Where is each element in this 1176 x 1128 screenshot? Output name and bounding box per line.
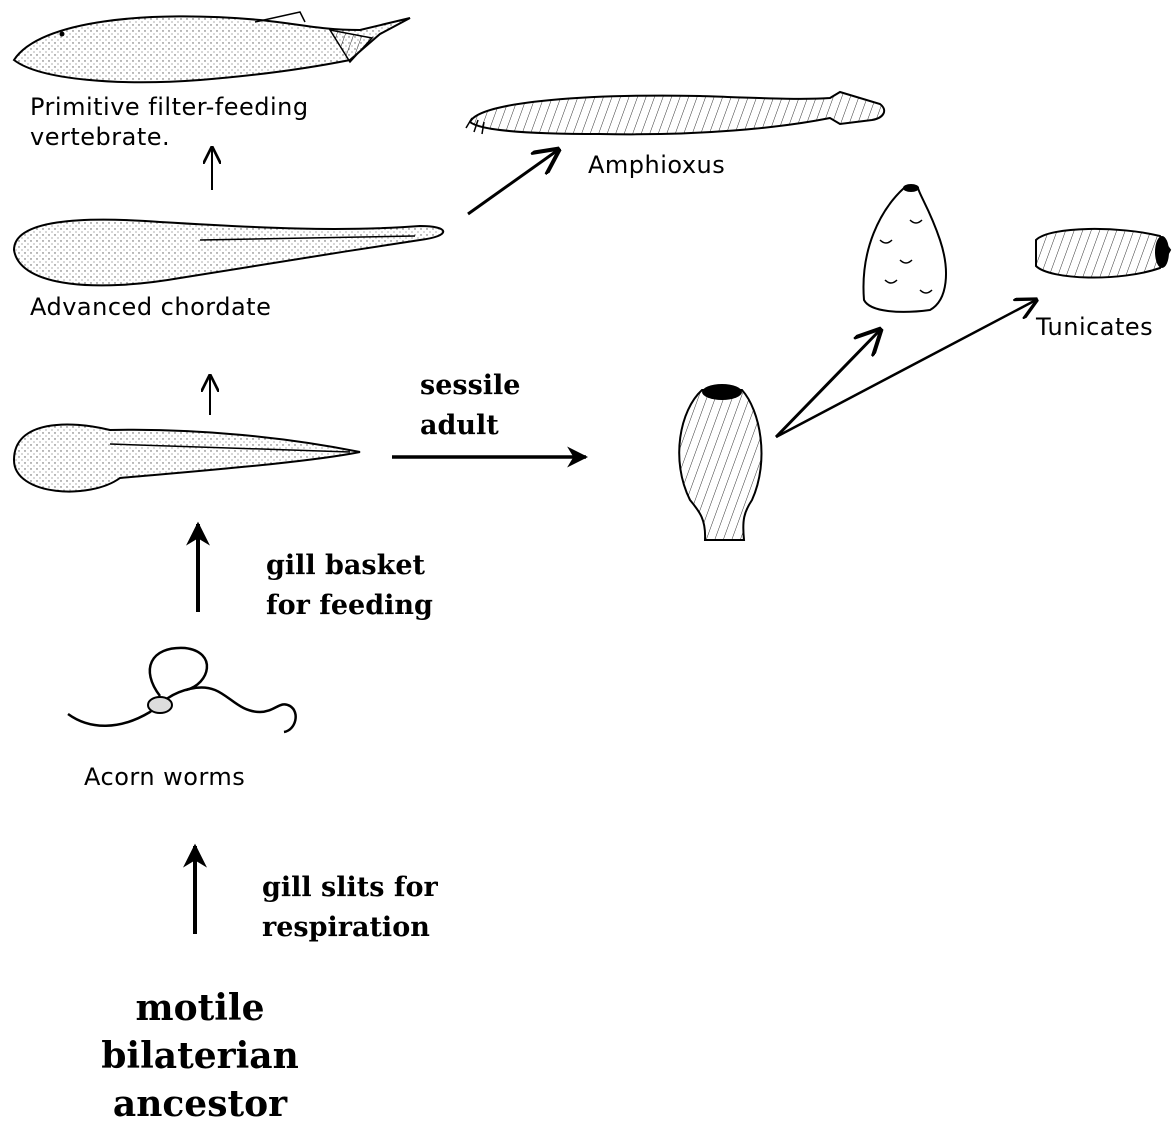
label-gill-slits: gill slits for respiration bbox=[262, 868, 438, 948]
arrow-sessile-to-barrel-tunicate bbox=[776, 300, 1036, 437]
label-ancestor: motile bilaterian ancestor bbox=[70, 984, 330, 1128]
label-amphioxus: Amphioxus bbox=[588, 150, 725, 180]
arrow-sessile-to-warty-tunicate bbox=[776, 330, 880, 437]
label-ancestor-line-2: bilaterian bbox=[70, 1032, 330, 1080]
label-primitive-vertebrate: Primitive filter-feeding vertebrate. bbox=[30, 92, 309, 152]
tunicate-barrel-illustration bbox=[1036, 229, 1170, 278]
label-sessile-adult-line-2: adult bbox=[420, 406, 520, 446]
label-gill-basket-line-2: for feeding bbox=[266, 586, 433, 626]
arrow-chordate-to-amphioxus bbox=[468, 150, 558, 214]
label-sessile-adult-line-1: sessile bbox=[420, 366, 520, 406]
label-ancestor-line-1: motile bbox=[70, 984, 330, 1032]
label-gill-basket: gill basket for feeding bbox=[266, 546, 433, 626]
acorn-worm-illustration bbox=[68, 648, 296, 732]
label-gill-basket-line-1: gill basket bbox=[266, 546, 433, 586]
label-gill-slits-line-1: gill slits for bbox=[262, 868, 438, 908]
label-sessile-adult: sessile adult bbox=[420, 366, 520, 446]
tunicate-larva-illustration bbox=[14, 424, 360, 491]
sessile-tunicate-illustration bbox=[679, 384, 761, 540]
label-gill-slits-line-2: respiration bbox=[262, 908, 438, 948]
label-advanced-chordate: Advanced chordate bbox=[30, 292, 271, 322]
primitive-vertebrate-illustration bbox=[14, 12, 410, 82]
label-primitive-vertebrate-line-1: Primitive filter-feeding bbox=[30, 92, 309, 122]
label-ancestor-line-3: ancestor bbox=[70, 1080, 330, 1128]
advanced-chordate-illustration bbox=[14, 220, 443, 286]
label-tunicates: Tunicates bbox=[1036, 312, 1153, 342]
tunicate-warty-illustration bbox=[863, 184, 945, 312]
label-primitive-vertebrate-line-2: vertebrate. bbox=[30, 122, 309, 152]
label-acorn-worms: Acorn worms bbox=[84, 762, 245, 792]
amphioxus-illustration bbox=[466, 92, 884, 134]
